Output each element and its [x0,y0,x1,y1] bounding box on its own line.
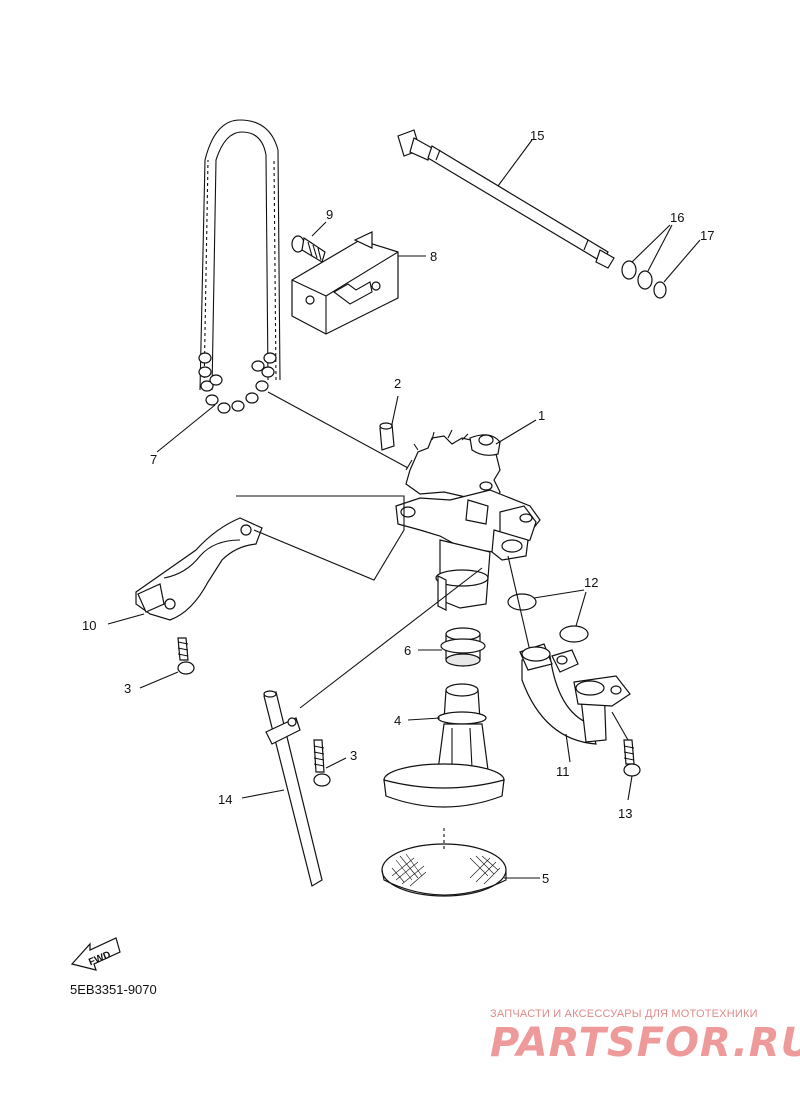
label-11: 11 [556,764,570,779]
label-3a: 3 [124,681,131,696]
part-2-dowel [379,422,395,451]
label-7: 7 [150,452,157,467]
leader-11 [565,733,571,763]
part-8-chain-guide [291,231,399,335]
label-17: 17 [700,228,714,243]
pipe-to-pump-line [299,567,483,709]
label-3b: 3 [350,748,357,763]
part-5-screen [381,828,507,897]
leader-14 [241,789,285,799]
label-4: 4 [394,713,401,728]
chain-to-pump-line [267,391,409,469]
part-7-chain [198,119,281,414]
leader-1 [495,419,537,445]
part-4-strainer-pipe [437,683,489,771]
leader-17 [663,239,701,283]
label-12: 12 [584,575,598,590]
leader-10 [107,613,145,625]
leader-3a [139,671,179,689]
part-3-bolt-left [177,637,195,675]
label-16: 16 [670,210,684,225]
label-10: 10 [82,618,96,633]
leader-13-up [611,711,629,741]
leader-9 [311,221,327,237]
part-13-bolt [623,739,641,777]
part-9-bolt [291,235,326,263]
part-12-orings [507,593,589,643]
strainer-dish [383,763,505,808]
leader-3b [325,757,347,769]
cap-bracket-outline [236,495,405,581]
leader-16b [647,224,673,272]
label-13: 13 [618,806,632,821]
part-15-shaft [397,129,615,269]
label-8: 8 [430,249,437,264]
screen-mesh [391,853,501,887]
leader-12a [533,589,585,599]
part-14-pipe [263,690,323,887]
label-1: 1 [538,408,545,423]
leader-12b [575,591,587,627]
label-14: 14 [218,792,232,807]
part-16-orings [621,260,653,290]
leader-16a [631,224,671,263]
fwd-arrow-icon: FWD [70,937,121,971]
label-6: 6 [404,643,411,658]
part-10-bearing-cap [135,517,263,621]
part-11-oil-pipe [507,555,631,745]
label-9: 9 [326,207,333,222]
part-1-oil-pump [395,429,541,611]
part-6-seal [440,627,486,667]
chain-links [198,352,277,414]
part-3-bolt-right [313,739,331,787]
leader-15 [497,139,533,187]
part-17-oring [653,281,667,299]
watermark-logo: PARTSFOR.RU [490,1020,800,1066]
leader-7 [156,404,216,453]
label-5: 5 [542,871,549,886]
leader-4 [407,717,441,721]
label-2: 2 [394,376,401,391]
leader-13 [627,775,633,801]
diagram-code: 5EB3351-9070 [70,982,157,997]
label-15: 15 [530,128,544,143]
leader-2 [391,395,399,425]
watermark-caption: ЗАПЧАСТИ И АКСЕССУАРЫ ДЛЯ МОТОТЕХНИКИ [490,1008,758,1020]
